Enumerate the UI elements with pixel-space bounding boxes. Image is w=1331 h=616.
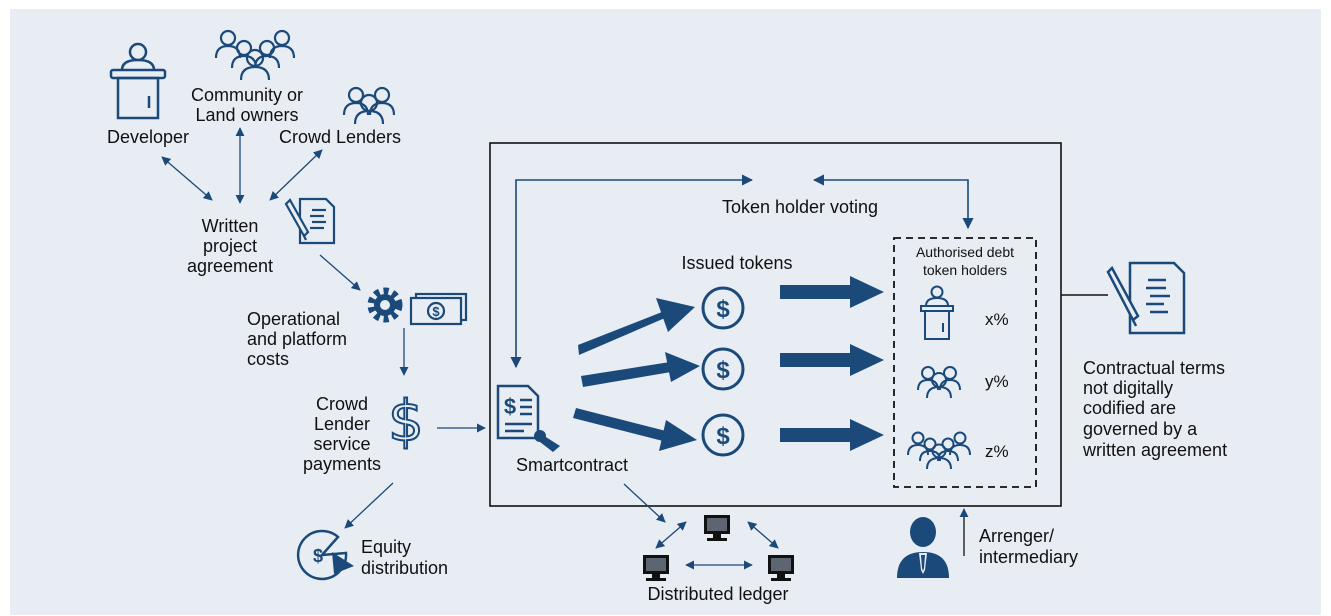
svg-text:$: $	[716, 296, 730, 323]
holder-share-z: z%	[985, 442, 1009, 461]
community-label-2: Land owners	[195, 105, 298, 125]
crowd-lenders-label: Crowd Lenders	[279, 127, 401, 147]
person-at-podium-icon	[920, 285, 954, 340]
community-icon	[214, 29, 296, 81]
agreement-label-2: project	[203, 236, 257, 256]
arrow-lenders-agreement	[269, 149, 323, 201]
svg-text:$: $	[313, 546, 323, 566]
token-coin-icon: $	[701, 347, 745, 391]
developer-label: Developer	[107, 127, 189, 147]
token-holders-box	[893, 237, 1037, 488]
group-icon	[917, 366, 961, 399]
voting-loop-arrow	[510, 174, 754, 369]
equity-label-1: Equity	[361, 537, 411, 557]
smartcontract-label: Smartcontract	[516, 455, 628, 475]
arranger-label-1: Arrenger/	[979, 526, 1054, 546]
arrow-smartcontract-ledger	[623, 483, 666, 523]
distribution-arrows	[780, 276, 884, 451]
dollar-outline-icon: $	[387, 388, 425, 455]
blockchain-system-box	[489, 142, 1062, 507]
svg-text:$: $	[504, 394, 516, 419]
computer-icon	[768, 555, 794, 581]
holders-title-1: Authorised debt	[916, 244, 1014, 260]
agreement-label-1: Written	[202, 216, 259, 236]
pie-chart-dollar-icon: $	[296, 529, 354, 581]
svg-text:$: $	[716, 423, 730, 450]
arrow-payments-equity	[344, 482, 394, 529]
gear-icon	[367, 287, 403, 323]
payments-label-3: service	[313, 434, 370, 454]
arrow-developer-agreement	[161, 156, 213, 201]
arrow-agreement-costs	[319, 254, 361, 291]
crowd-lenders-icon	[342, 86, 396, 125]
ledger-link	[747, 521, 779, 549]
svg-text:$: $	[432, 304, 440, 319]
holder-share-x: x%	[985, 310, 1009, 329]
contract-document-icon	[1106, 261, 1186, 335]
costs-label-3: costs	[247, 349, 289, 369]
payments-label-1: Crowd	[316, 394, 368, 414]
contractual-label-4: governed by a	[1083, 419, 1198, 439]
issue-arrows	[573, 298, 700, 451]
costs-label-1: Operational	[247, 309, 340, 329]
svg-text:$: $	[716, 357, 730, 384]
smartcontract-icon: $	[496, 384, 560, 452]
developer-icon	[109, 42, 167, 120]
issued-tokens-label: Issued tokens	[681, 253, 792, 273]
equity-label-2: distribution	[361, 558, 448, 578]
token-holder-voting-label: Token holder voting	[722, 197, 878, 217]
computer-icon	[643, 555, 669, 581]
contractual-label-2: not digitally	[1083, 378, 1173, 398]
ledger-link	[655, 521, 687, 549]
payments-label-2: Lender	[314, 414, 370, 434]
banknote-icon: $	[409, 292, 468, 326]
arranger-label-2: intermediary	[979, 547, 1078, 567]
svg-text:$: $	[388, 389, 424, 454]
token-coin-icon: $	[701, 413, 745, 457]
businessman-icon	[897, 517, 949, 578]
holders-title-2: token holders	[923, 262, 1007, 278]
computer-icon	[704, 515, 730, 541]
payments-label-4: payments	[303, 454, 381, 474]
contractual-label-1: Contractual terms	[1083, 358, 1225, 378]
contractual-label-5: written agreement	[1082, 440, 1227, 460]
distributed-ledger-label: Distributed ledger	[647, 584, 788, 604]
costs-label-2: and platform	[247, 329, 347, 349]
contractual-label-3: codified are	[1083, 398, 1176, 418]
token-coin-icon: $	[701, 286, 745, 330]
agreement-label-3: agreement	[187, 256, 273, 276]
document-pen-icon	[284, 197, 336, 245]
crowd-icon	[907, 431, 971, 470]
community-label-1: Community or	[191, 85, 303, 105]
holder-share-y: y%	[985, 372, 1009, 391]
voting-holders-arrow	[812, 174, 974, 230]
